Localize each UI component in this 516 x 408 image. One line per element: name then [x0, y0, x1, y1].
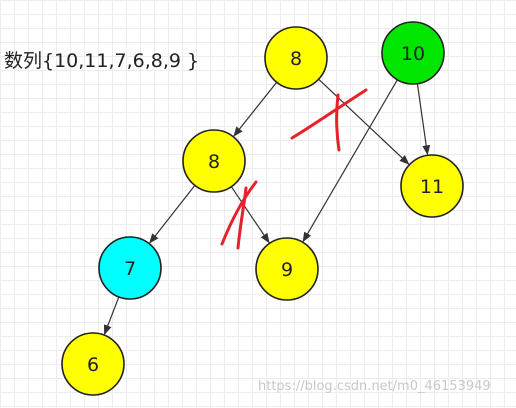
- node-label: 11: [420, 176, 444, 198]
- node-n7: 7: [98, 236, 162, 300]
- edge-n7-to-n6: [103, 296, 120, 336]
- node-n10: 10: [381, 21, 445, 85]
- node-label: 9: [281, 259, 293, 281]
- node-label: 8: [208, 151, 220, 173]
- edge-n8top-to-n11: [318, 78, 410, 165]
- sequence-caption: 数列{10,11,7,6,8,9 }: [4, 50, 200, 72]
- node-n9: 9: [255, 237, 319, 301]
- node-n6: 6: [61, 332, 125, 396]
- edge-n8mid-to-n9: [230, 186, 270, 244]
- removed-edge-cross-n8top-to-n11: [290, 88, 368, 152]
- crosses-layer: [220, 88, 368, 250]
- removed-edge-cross-n8mid-to-n9: [220, 180, 258, 250]
- node-label: 6: [87, 354, 99, 376]
- edge-n8mid-to-n7: [149, 185, 196, 244]
- edges-layer: [103, 78, 431, 336]
- node-n8mid: 8: [182, 129, 246, 193]
- node-n8top: 8: [264, 26, 328, 90]
- edge-n10-to-n9: [302, 79, 398, 243]
- node-label: 10: [401, 43, 425, 65]
- edge-n8top-to-n8mid: [233, 81, 278, 137]
- node-label: 8: [290, 48, 302, 70]
- nodes-layer: 8 10 8 11 7 9 6: [61, 21, 464, 396]
- watermark-text: https://blog.csdn.net/m0_46153949: [258, 379, 491, 394]
- node-n11: 11: [400, 154, 464, 218]
- edge-n10-to-n11: [416, 83, 431, 156]
- node-label: 7: [124, 258, 136, 280]
